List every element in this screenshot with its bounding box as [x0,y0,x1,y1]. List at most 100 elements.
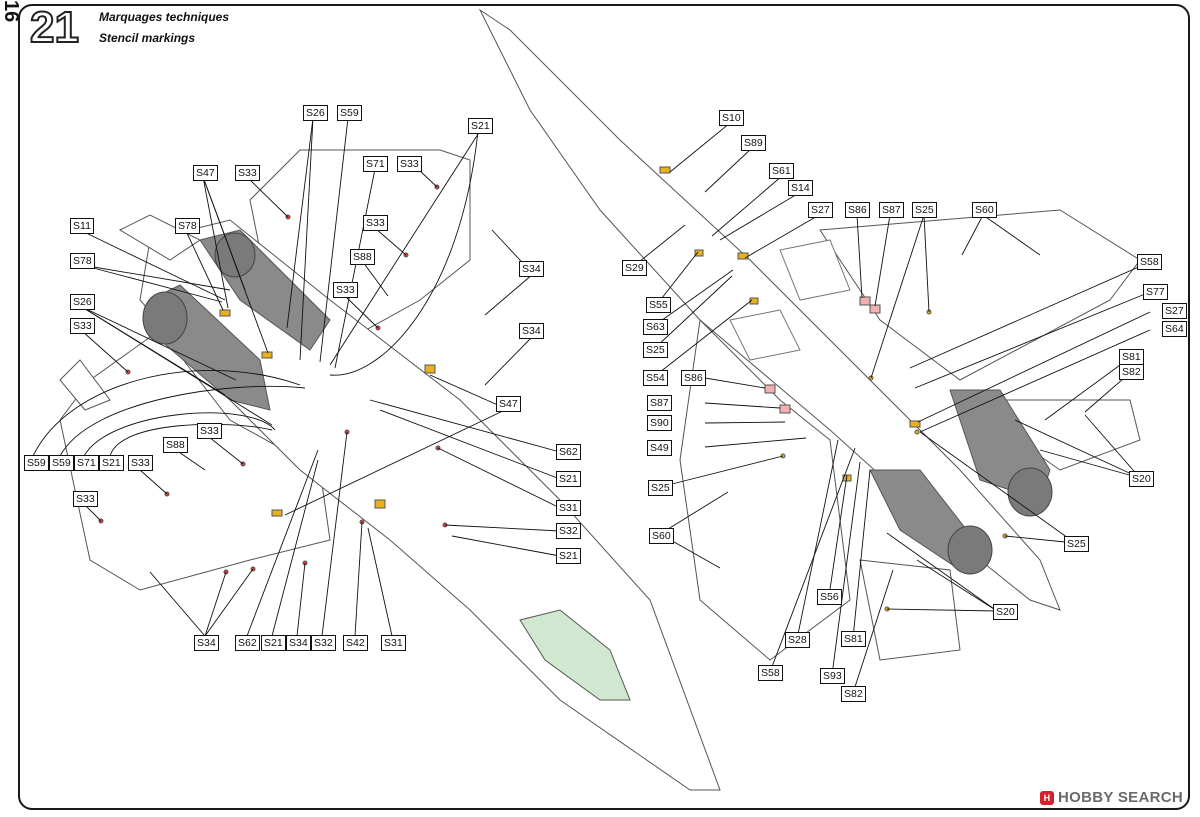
callout-label: S21 [556,471,581,487]
callout-label: S31 [381,635,406,651]
watermark: H HOBBY SEARCH [1040,789,1183,806]
callout-label: S33 [73,491,98,507]
callout-label: S62 [556,444,581,460]
callout-label: S60 [972,202,997,218]
top-stencil-y1 [219,309,231,317]
callout-label: S14 [788,180,813,196]
callout-label: S81 [841,631,866,647]
callout-label: S32 [556,523,581,539]
top-stencil-y2 [261,351,273,359]
bottom-intake-hatch-2 [779,239,851,301]
top-tailfin-2 [59,359,111,411]
callout-label: S34 [194,635,219,651]
callout-label: S34 [519,323,544,339]
bottom-intake-hatch [729,309,801,361]
callout-label: S33 [397,156,422,172]
callout-label: S59 [49,455,74,471]
top-tailfin-1 [118,214,201,261]
callout-label: S77 [1143,284,1168,300]
callout-label: S58 [758,665,783,681]
callout-label: S26 [70,294,95,310]
callout-label: S54 [643,370,668,386]
callout-label: S82 [1119,364,1144,380]
callout-label: S33 [70,318,95,334]
top-right-wing [59,329,331,591]
callout-label: S21 [99,455,124,471]
top-stencil-y3 [424,364,436,374]
top-nozzle-left [142,291,188,345]
callout-label: S88 [350,249,375,265]
callout-label: S25 [643,342,668,358]
bottom-view-aircraft [478,8,1141,661]
bottom-tail-2 [859,559,961,661]
callout-label: S27 [808,202,833,218]
callout-label: S20 [1129,471,1154,487]
callout-label: S61 [769,163,794,179]
callout-label: S81 [1119,349,1144,365]
callout-label: S32 [311,635,336,651]
callout-label: S86 [845,202,870,218]
callout-label: S47 [193,165,218,181]
callout-label: S29 [622,260,647,276]
callout-label: S25 [912,202,937,218]
callout-label: S34 [519,261,544,277]
watermark-logo-icon: H [1040,791,1054,805]
top-canopy [519,609,631,701]
bottom-right-wing [819,209,1141,381]
callout-label: S25 [648,480,673,496]
top-view-aircraft [59,149,721,791]
callout-label: S21 [556,548,581,564]
callout-label: S28 [785,632,810,648]
callout-label: S64 [1162,321,1187,337]
top-stencil-y4 [374,499,386,509]
callout-label: S90 [647,415,672,431]
callout-label: S88 [163,437,188,453]
top-stencil-red-marks [98,184,448,575]
title-english: Stencil markings [99,31,196,45]
callout-label: S71 [363,156,388,172]
callout-label: S47 [496,396,521,412]
callout-label: S63 [643,319,668,335]
bottom-fuselage [478,8,1061,611]
callout-label: S20 [993,604,1018,620]
callout-label: S33 [128,455,153,471]
callout-label: S27 [1162,303,1187,319]
callout-label: S42 [343,635,368,651]
bottom-nozzle-1 [1007,467,1053,517]
callout-label: S78 [70,253,95,269]
callout-label: S55 [646,297,671,313]
callout-label: S78 [175,218,200,234]
top-nozzle-right [214,232,256,278]
callout-label: S25 [1064,536,1089,552]
callout-label: S33 [235,165,260,181]
callout-label: S59 [24,455,49,471]
leader-lines [32,117,1151,694]
callout-label: S21 [261,635,286,651]
callout-label: S62 [235,635,260,651]
callout-label: S34 [286,635,311,651]
callout-label: S56 [817,589,842,605]
callout-label: S58 [1137,254,1162,270]
callout-label: S60 [649,528,674,544]
watermark-text: HOBBY SEARCH [1058,789,1184,806]
callout-label: S82 [841,686,866,702]
callout-label: S21 [468,118,493,134]
callout-label: S49 [647,440,672,456]
top-stencil-y5 [271,509,283,517]
callout-label: S10 [719,110,744,126]
callout-label: S87 [879,202,904,218]
callout-label: S33 [197,423,222,439]
callout-label: S71 [74,455,99,471]
callout-label: S33 [363,215,388,231]
callout-label: S59 [337,105,362,121]
callout-label: S87 [647,395,672,411]
callout-label: S86 [681,370,706,386]
callout-label: S93 [820,668,845,684]
callout-label: S89 [741,135,766,151]
bottom-nozzle-2 [947,525,993,575]
callout-label: S11 [70,218,94,234]
title-french: Marquages techniques [99,10,230,24]
step-number: 21 [29,3,80,52]
